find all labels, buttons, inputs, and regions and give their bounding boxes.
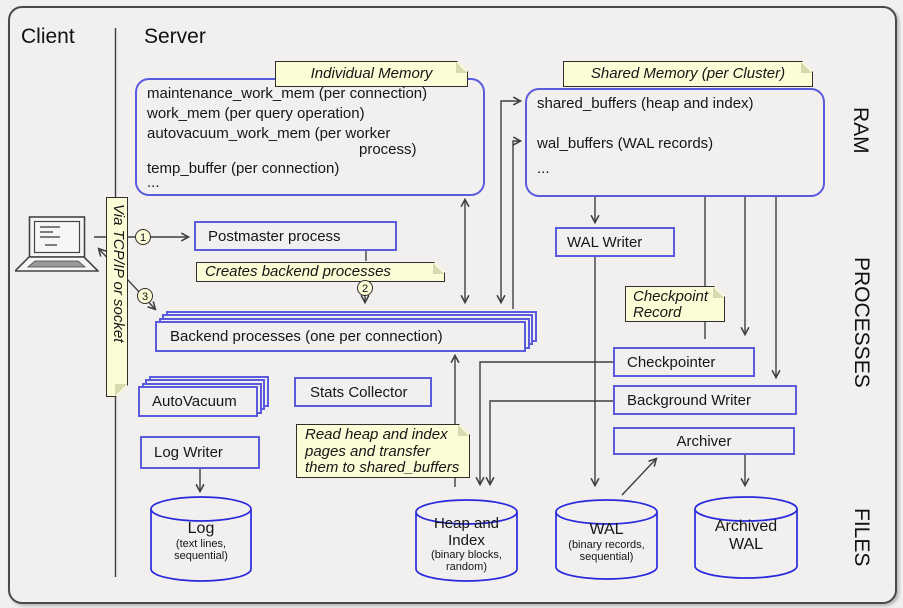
archived-wal-cylinder: Archived WAL xyxy=(694,496,798,579)
step-1-badge: 1 xyxy=(135,229,151,245)
read-heap-note: Read heap and index pages and transfer t… xyxy=(296,424,470,478)
archived-wal-title: WAL xyxy=(728,536,764,553)
autovacuum-box: AutoVacuum xyxy=(138,386,258,417)
shared-memory-box: shared_buffers (heap and index) wal_buff… xyxy=(525,88,825,197)
individual-memory-line: temp_buffer (per connection) xyxy=(147,160,340,177)
individual-memory-line-wrap: process) xyxy=(359,141,417,158)
cylinder-shape xyxy=(555,499,658,580)
cylinder-shape xyxy=(415,499,518,582)
wal-cylinder-sub: sequential) xyxy=(579,551,634,563)
shared-memory-line: wal_buffers (WAL records) xyxy=(537,135,714,152)
log-cylinder-sub: sequential) xyxy=(174,550,228,562)
checkpoint-record-line: Checkpoint xyxy=(633,288,709,305)
individual-memory-ellipsis: ... xyxy=(147,174,160,191)
archiver-box: Archiver xyxy=(613,427,795,455)
cylinder-shape xyxy=(694,496,798,579)
heap-cylinder-title: Heap and xyxy=(433,515,500,532)
log-writer-box: Log Writer xyxy=(140,436,260,469)
background-writer-box: Background Writer xyxy=(613,385,797,415)
stats-collector-box: Stats Collector xyxy=(294,377,432,407)
backend-processes-box: Backend processes (one per connection) xyxy=(155,321,526,352)
individual-memory-line: maintenance_work_mem (per connection) xyxy=(147,85,428,102)
individual-memory-box: maintenance_work_mem (per connection) wo… xyxy=(135,78,485,196)
server-heading: Server xyxy=(144,25,206,48)
heap-cylinder-title: Index xyxy=(448,532,485,549)
checkpoint-record-note: Checkpoint Record xyxy=(625,286,725,322)
shared-memory-note: Shared Memory (per Cluster) xyxy=(563,61,813,87)
checkpointer-box: Checkpointer xyxy=(613,347,755,377)
heap-index-cylinder: Heap and Index (binary blocks, random) xyxy=(415,499,518,582)
arrow-backend-walbuffers xyxy=(512,136,523,309)
log-cylinder-title: Log xyxy=(187,520,215,537)
files-section-label: FILES xyxy=(850,507,873,567)
checkpoint-record-line: Record xyxy=(633,304,682,321)
wal-cylinder: WAL (binary records, sequential) xyxy=(555,499,658,580)
shared-memory-ellipsis: ... xyxy=(537,160,550,177)
wal-writer-box: WAL Writer xyxy=(555,227,675,257)
individual-memory-line: autovacuum_work_mem (per worker xyxy=(147,125,391,142)
log-cylinder-sub: (text lines, xyxy=(175,538,227,550)
step-3-badge: 3 xyxy=(137,288,153,304)
read-heap-note-line: Read heap and index xyxy=(305,426,448,443)
wal-cylinder-sub: (binary records, xyxy=(568,539,645,551)
ram-section-label: RAM xyxy=(849,106,872,154)
laptop-icon xyxy=(13,216,100,274)
cylinder-shape xyxy=(150,496,252,582)
postmaster-process-box: Postmaster process xyxy=(194,221,397,251)
read-heap-note-line: them to shared_buffers xyxy=(305,459,460,476)
log-file-cylinder: Log (text lines, sequential) xyxy=(150,496,252,582)
arrow-bgwriter-heap xyxy=(485,400,613,487)
creates-backend-note: Creates backend processes xyxy=(196,262,445,282)
arrow-checkpointer-heap xyxy=(475,361,613,487)
via-tcpip-note: Via TCP/IP or socket xyxy=(106,197,128,397)
arrow-backend-sharedbuffers xyxy=(496,96,523,305)
processes-section-label: PROCESSES xyxy=(850,256,873,388)
step-2-badge: 2 xyxy=(357,280,373,296)
heap-cylinder-sub: (binary blocks, xyxy=(431,549,502,561)
client-heading: Client xyxy=(21,25,75,48)
archived-wal-title: Archived xyxy=(714,518,778,535)
wal-cylinder-title: WAL xyxy=(589,521,624,538)
individual-memory-line: work_mem (per query operation) xyxy=(147,105,365,122)
heap-cylinder-sub: random) xyxy=(446,561,487,573)
read-heap-note-line: pages and transfer xyxy=(305,442,431,460)
shared-memory-line: shared_buffers (heap and index) xyxy=(537,95,754,112)
individual-memory-note: Individual Memory xyxy=(275,61,468,87)
arrow-wal-archiver xyxy=(621,457,658,496)
